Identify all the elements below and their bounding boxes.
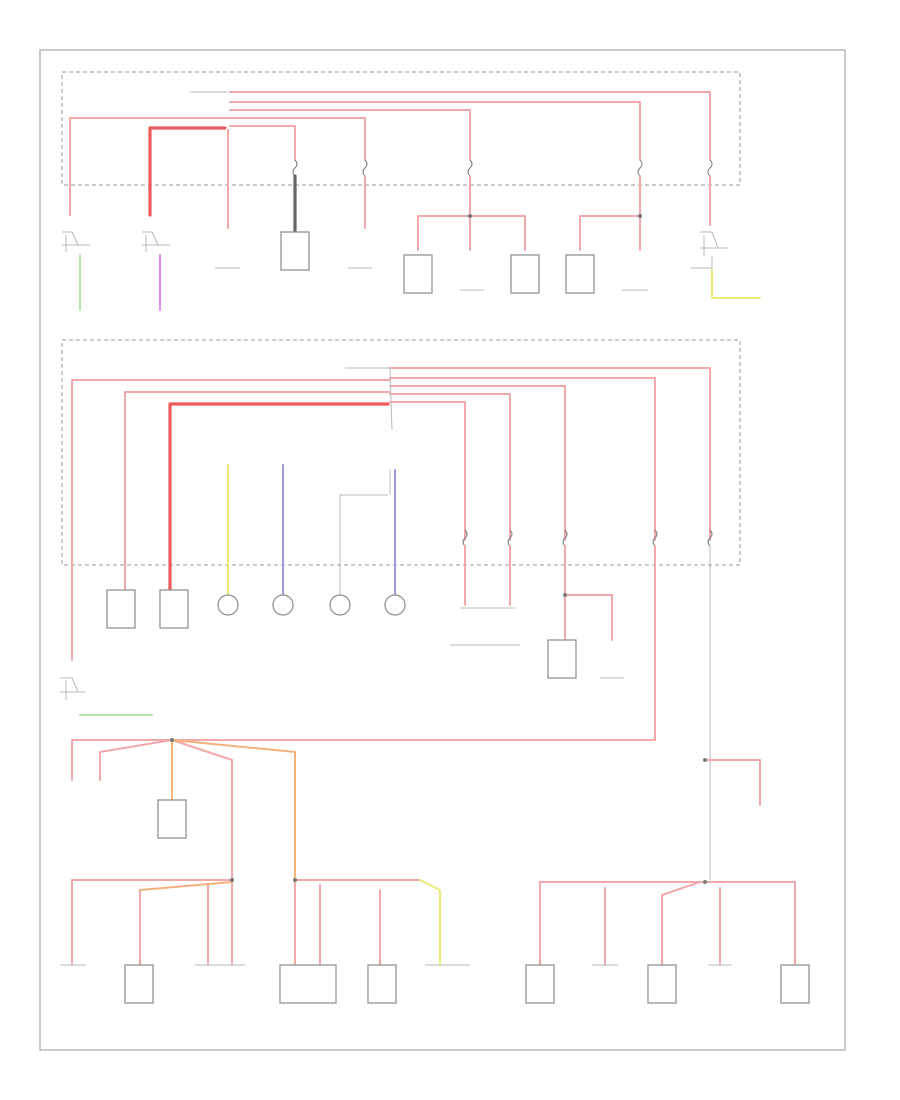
diagram-border	[39, 49, 846, 1051]
fuse-top-3	[467, 159, 473, 177]
component-bottom-b	[124, 964, 154, 1004]
mid-bus-wire-4	[389, 393, 511, 541]
fuse-panel-outline-middle	[61, 339, 741, 566]
placeholder-lines-top	[215, 267, 648, 291]
component-bottom-c	[279, 964, 337, 1004]
top-bus-wire-1	[229, 91, 711, 161]
mid-left-feed-2	[124, 391, 391, 596]
top-left-feed-bright	[148, 126, 227, 217]
splice-right-bottom	[703, 880, 707, 884]
top-left-feed	[69, 117, 231, 216]
component-top-a	[280, 231, 310, 271]
splice-640	[638, 214, 642, 218]
splice-565	[563, 593, 567, 597]
bottom-left-bus	[71, 739, 233, 881]
bottom-bus-right	[539, 881, 796, 966]
relay-3-output	[711, 269, 761, 299]
placeholder-lines-mid	[450, 644, 624, 679]
lamp-mid-2	[272, 594, 294, 616]
splice-bottom-left	[170, 738, 174, 742]
drop-wire-470	[417, 175, 526, 251]
fuse-top-5	[707, 159, 713, 177]
top-bus-wire-3	[229, 109, 471, 161]
mid-left-feed	[71, 379, 391, 661]
bottom-yellow	[419, 879, 441, 966]
lamp-mid-4	[384, 594, 406, 616]
component-bottom-e	[525, 964, 555, 1004]
top-bus-wire-4	[229, 117, 366, 161]
splice-470	[468, 214, 472, 218]
component-bottom-d	[367, 964, 397, 1004]
mid-bus-wire-1	[389, 367, 711, 541]
lamp-mid-3	[329, 594, 351, 616]
fuse-top-4	[637, 159, 643, 177]
fuse-mid-1	[462, 529, 468, 547]
mid-bus-wire-3	[389, 385, 566, 541]
relay-switch-mid	[60, 677, 86, 700]
component-bottom-f	[647, 964, 677, 1004]
bottom-bus-left	[71, 879, 233, 966]
relay-switch-3	[690, 231, 728, 269]
bottom-bus-middle	[294, 879, 421, 966]
component-top-b	[403, 254, 433, 294]
bottom-right-riser	[704, 759, 761, 806]
fuse-mid-2	[507, 529, 513, 547]
component-bottom-a	[157, 799, 187, 839]
relay-switch-2	[142, 231, 170, 252]
top-bus-wire-5	[229, 125, 296, 161]
bottom-orange-2	[171, 739, 296, 881]
middle-section	[60, 339, 741, 880]
lamp-mid-1	[217, 594, 239, 616]
mid-bus-wire-2	[389, 377, 656, 541]
component-top-c	[510, 254, 540, 294]
component-mid-b	[159, 589, 189, 629]
bottom-section	[60, 738, 810, 1004]
mid-bus-wire-5	[389, 401, 466, 541]
fuse-top-2	[362, 159, 368, 177]
component-mid-a	[106, 589, 136, 629]
drop-565	[564, 545, 613, 641]
splice-295	[293, 878, 297, 882]
mid-splice-stub	[345, 367, 393, 431]
fuse-mid-4	[652, 529, 658, 547]
fuse-mid-3	[562, 529, 568, 547]
fuse-panel-outline-top	[61, 71, 741, 186]
bottom-orange-3	[139, 881, 233, 891]
splice-232	[230, 878, 234, 882]
top-section	[61, 71, 761, 311]
relay-switch-1	[62, 231, 90, 252]
drop-wire-640	[579, 175, 641, 251]
mid-left-feed-bright	[168, 402, 390, 597]
return-655	[171, 545, 656, 741]
component-top-d	[565, 254, 595, 294]
splice-705	[703, 758, 707, 762]
component-mid-c	[547, 639, 577, 679]
drop-grey	[339, 494, 388, 595]
fuse-mid-5	[707, 529, 713, 547]
fuse-top-1	[292, 159, 298, 177]
top-bus-wire-2	[229, 101, 641, 161]
component-bottom-g	[780, 964, 810, 1004]
